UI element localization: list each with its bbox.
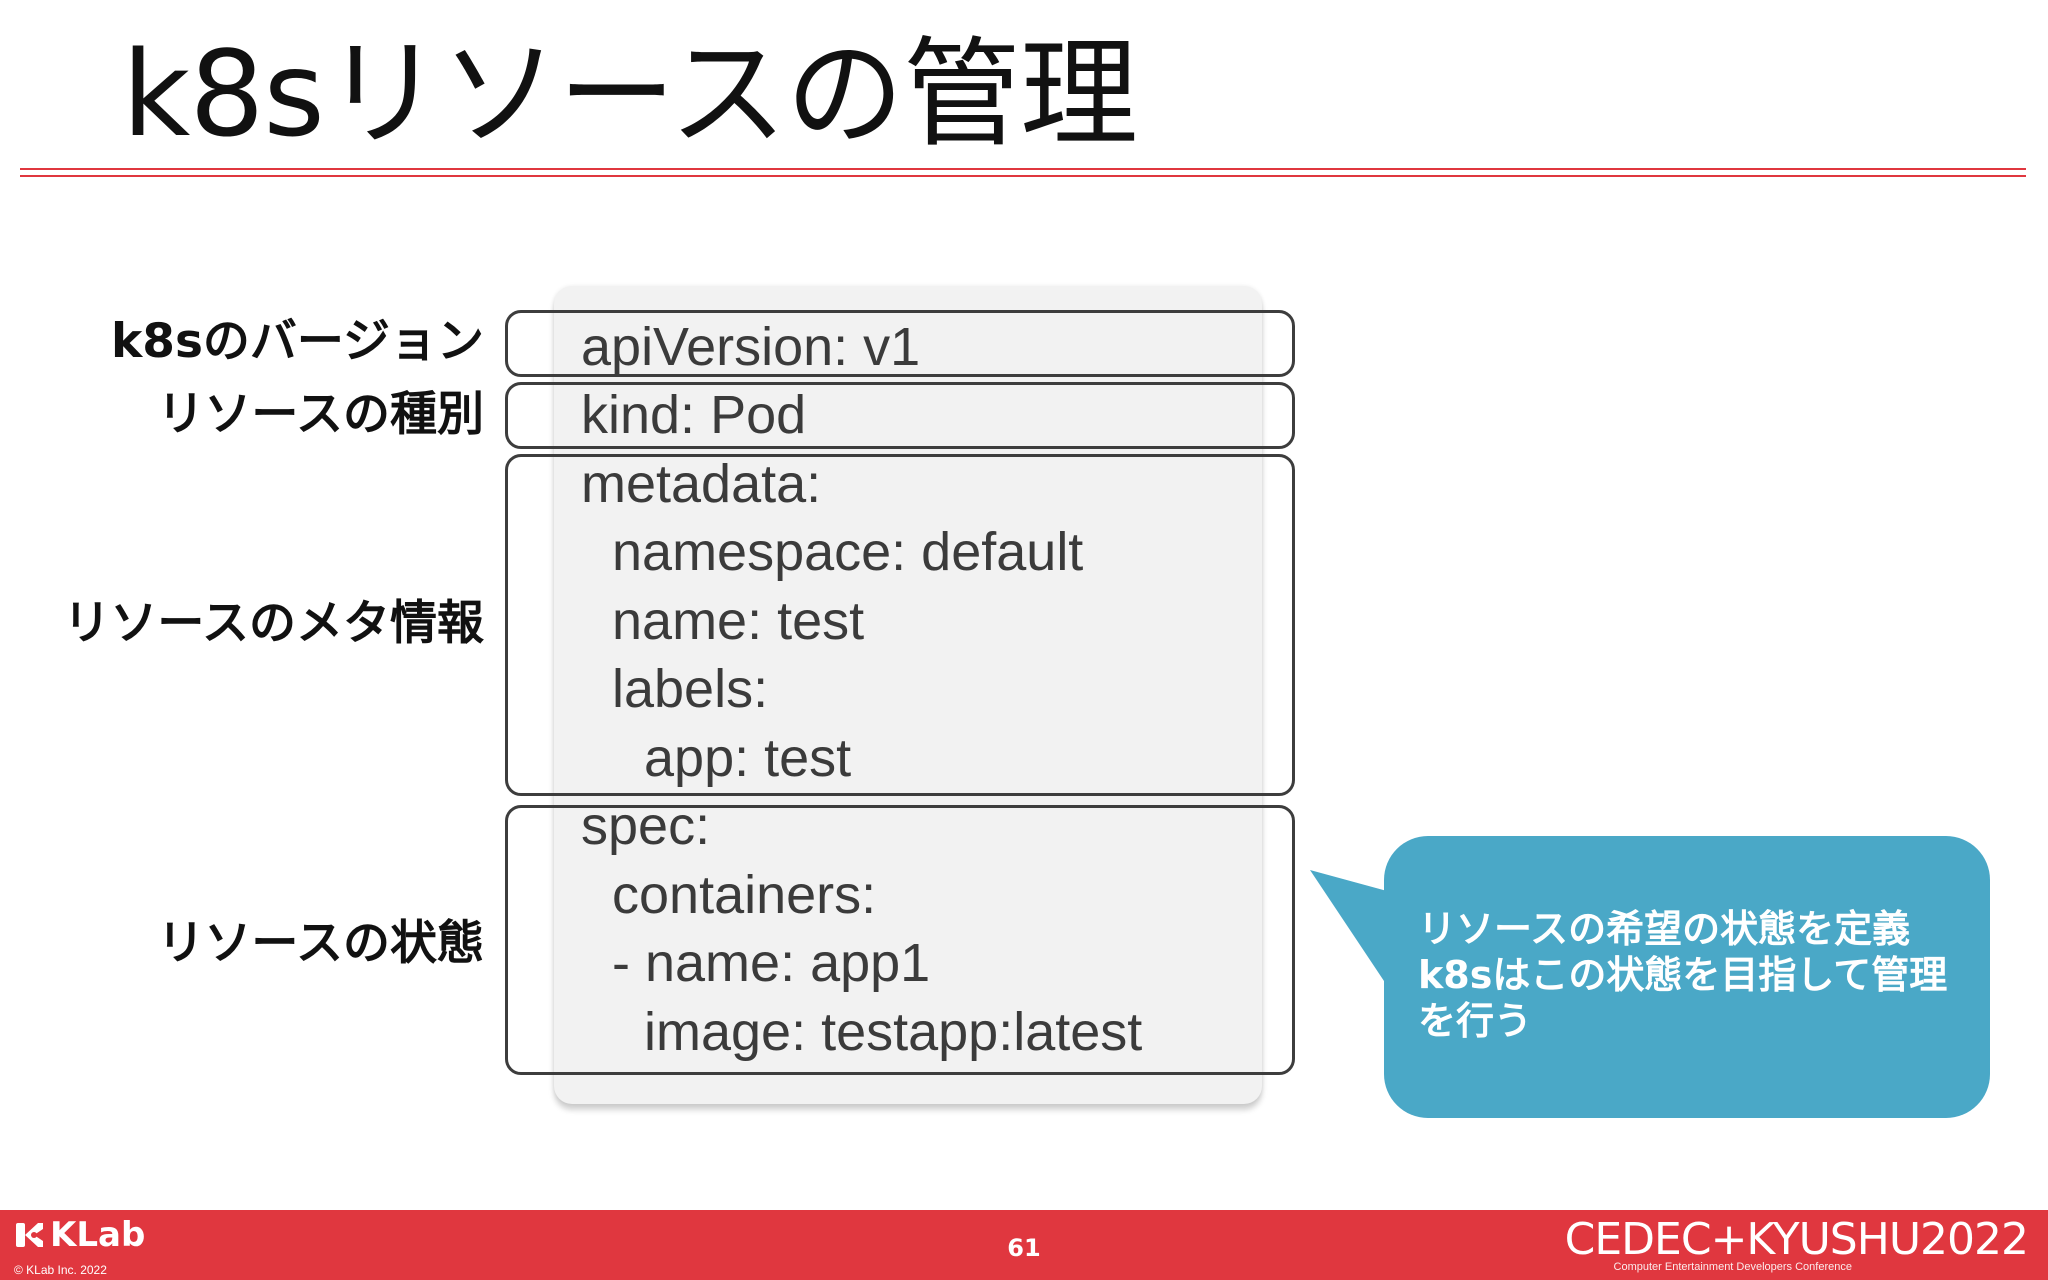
yaml-line-kind: kind: Pod — [581, 385, 807, 445]
callout-text: リソースの希望の状態を定義 k8sはこの状態を目指して管理 を行う — [1418, 906, 1978, 1044]
conference-subtitle: Computer Entertainment Developers Confer… — [1613, 1261, 1852, 1273]
footer-bar — [0, 1210, 2048, 1280]
yaml-line-metadata: metadata: — [581, 454, 822, 514]
copyright-notice: © KLab Inc. 2022 — [14, 1263, 107, 1277]
klab-logo: KLab — [14, 1218, 145, 1252]
highlight-frame-api-version — [505, 310, 1295, 377]
yaml-line-api-version: apiVersion: v1 — [581, 317, 921, 377]
yaml-line-container-name: - name: app1 — [612, 933, 931, 993]
klab-logo-text: KLab — [50, 1215, 146, 1255]
annotation-resource-kind: リソースの種別 — [157, 387, 484, 442]
callout-line: を行う — [1418, 999, 1533, 1043]
yaml-line-container-image: image: testapp:latest — [644, 1002, 1143, 1062]
yaml-line-containers: containers: — [612, 865, 877, 925]
yaml-line-namespace: namespace: default — [612, 522, 1084, 582]
title-divider-line — [20, 175, 2026, 177]
yaml-line-name: name: test — [612, 591, 865, 651]
slide-title: k8sリソースの管理 — [122, 25, 1138, 163]
yaml-line-labels: labels: — [612, 659, 769, 719]
yaml-line-spec: spec: — [581, 796, 711, 856]
klab-logo-icon — [16, 1223, 43, 1247]
highlight-frame-kind — [505, 382, 1295, 449]
yaml-line-app-label: app: test — [644, 728, 852, 788]
page-number: 61 — [1007, 1234, 1041, 1262]
callout-bubble — [1384, 836, 1990, 1118]
callout-line: リソースの希望の状態を定義 — [1418, 907, 1911, 951]
annotation-resource-metadata: リソースのメタ情報 — [63, 596, 484, 651]
highlight-frame-metadata — [505, 454, 1295, 796]
highlight-frame-spec — [505, 805, 1295, 1075]
title-divider-line — [20, 168, 2026, 170]
conference-logo: CEDEC+KYUSHU2022 — [1564, 1214, 2029, 1265]
callout-line: k8sはこの状態を目指して管理 — [1418, 953, 1948, 997]
annotation-k8s-version: k8sのバージョン — [111, 314, 484, 369]
yaml-code-panel — [554, 286, 1262, 1104]
annotation-resource-state: リソースの状態 — [157, 916, 484, 971]
